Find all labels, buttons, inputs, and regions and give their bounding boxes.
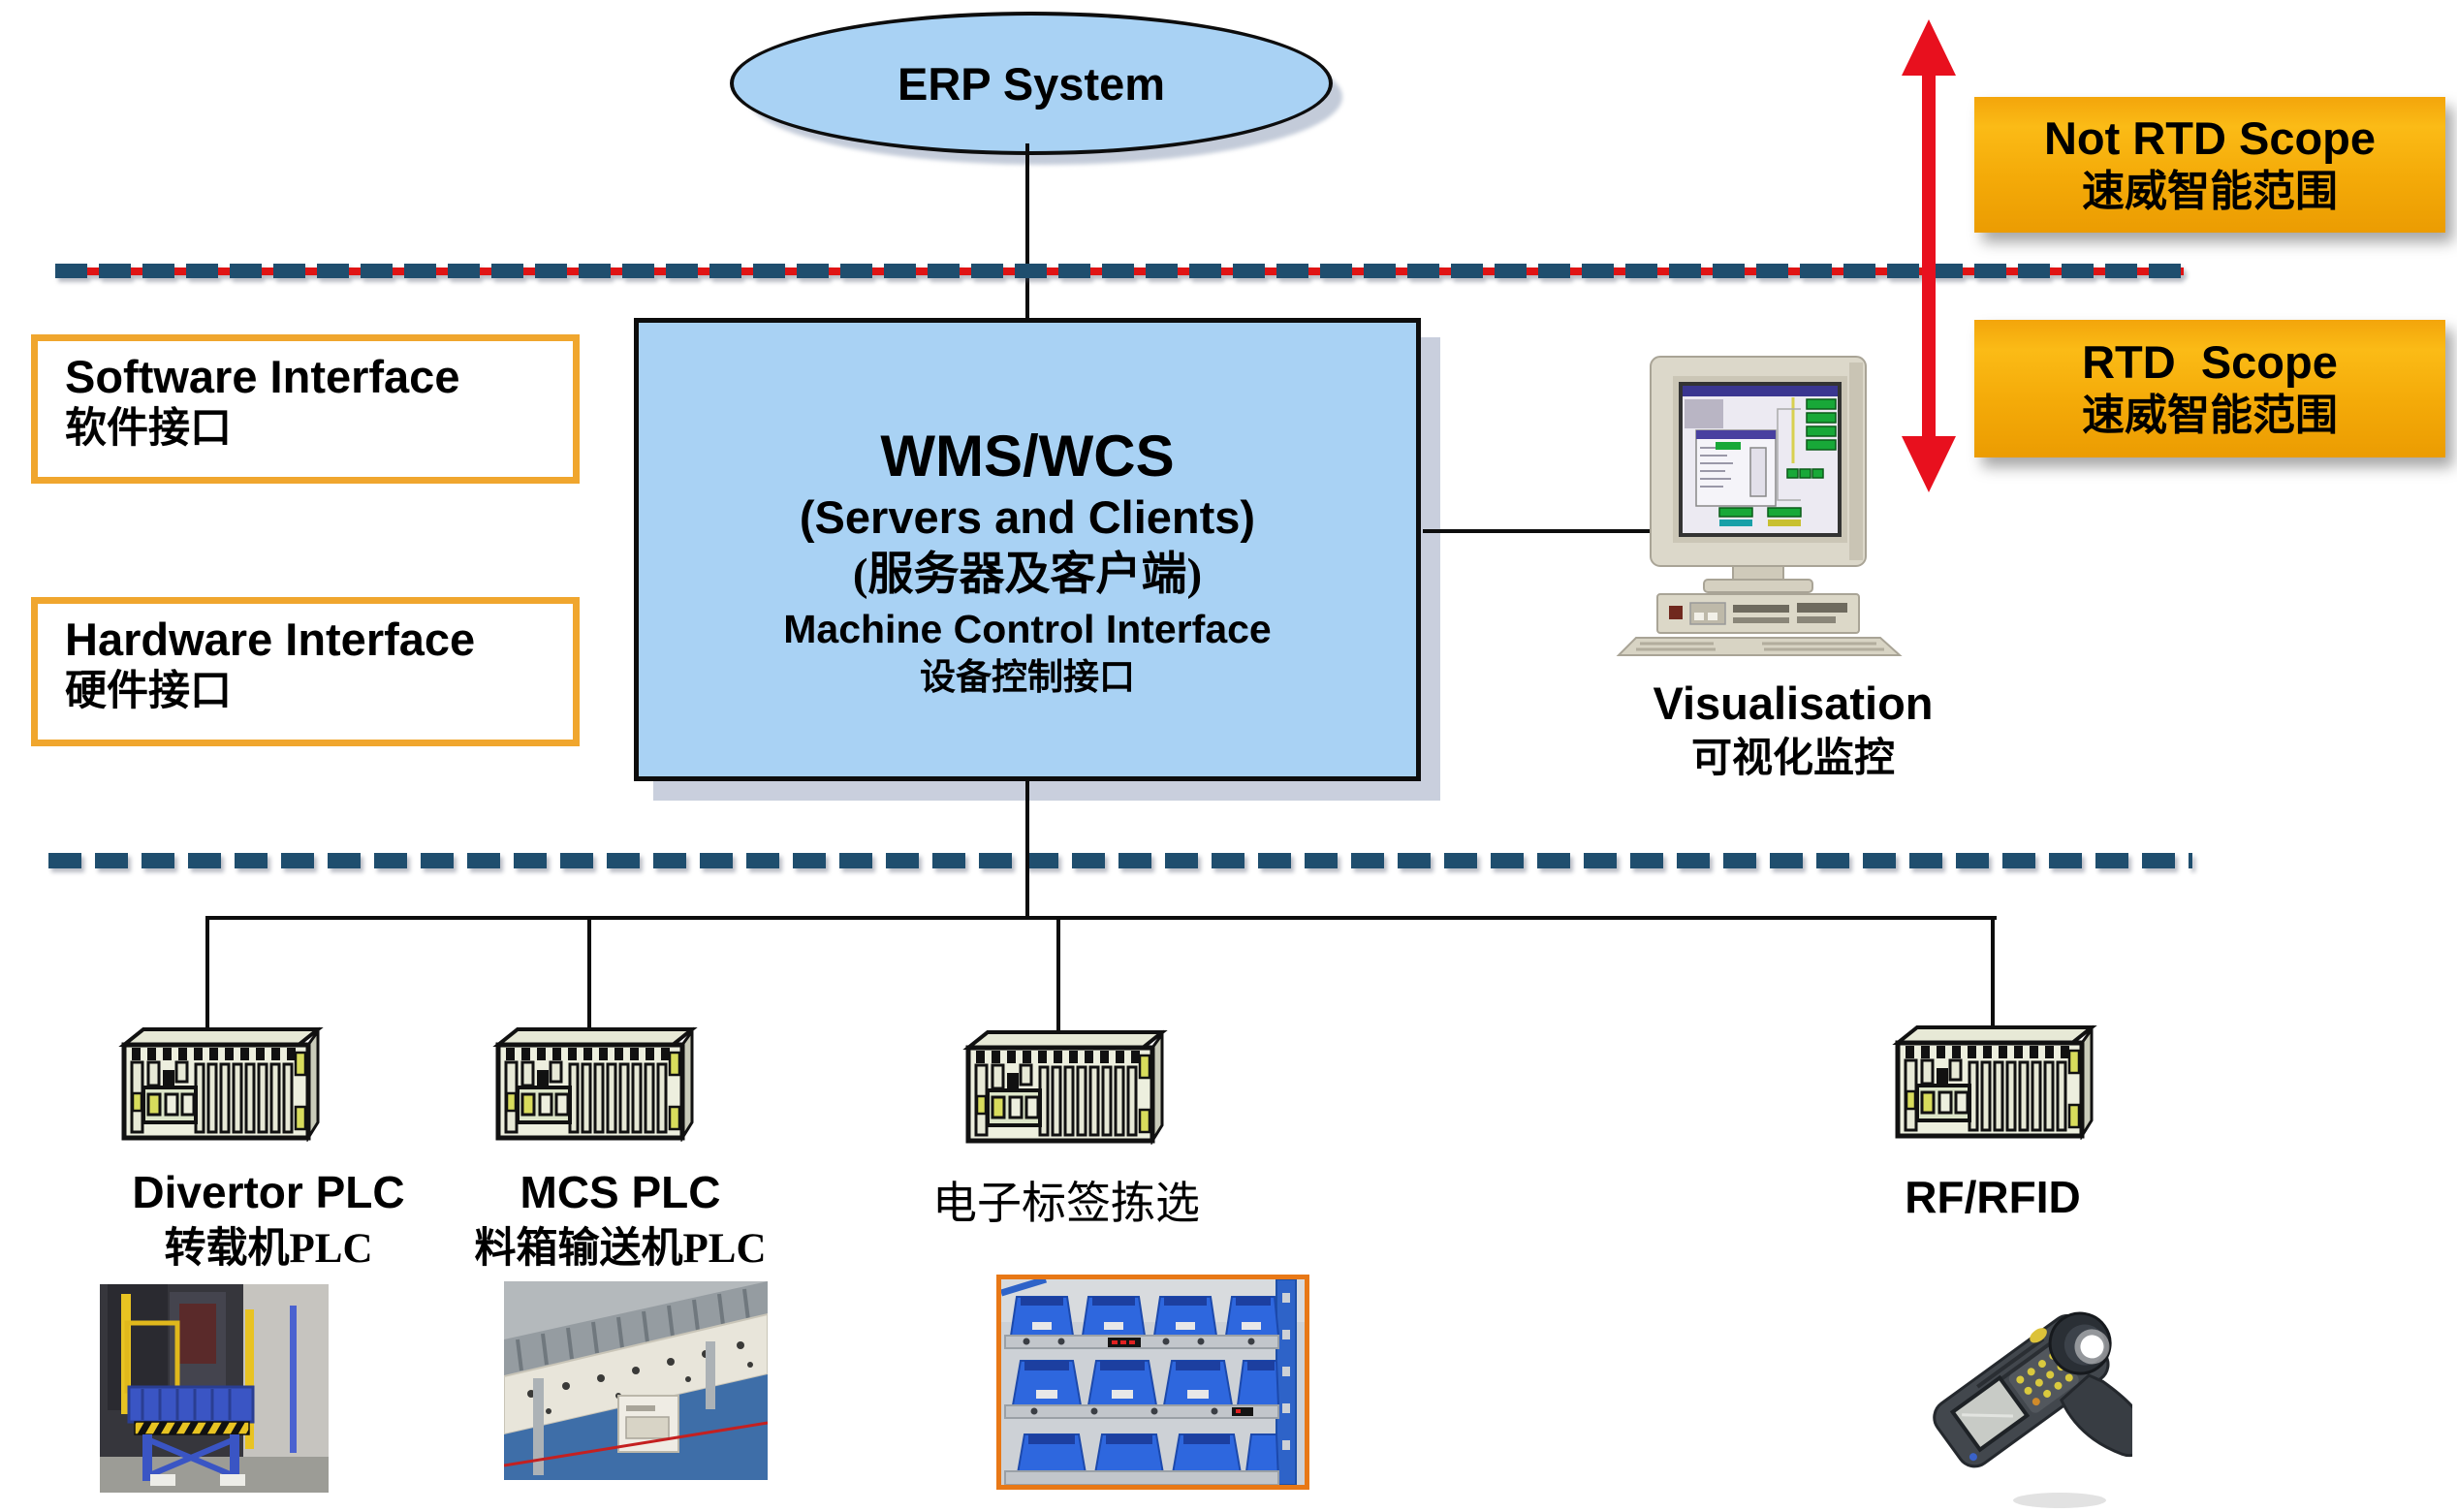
- software-interface-label-en: Software Interface: [65, 351, 460, 402]
- wms-mci-en: Machine Control Interface: [783, 606, 1272, 651]
- scope-separator-top: [55, 264, 2184, 278]
- hardware-interface-box: Hardware Interface 硬件接口: [31, 597, 580, 746]
- erp-system-label: ERP System: [897, 57, 1166, 110]
- mcs-plc-label-en: MCS PLC: [520, 1167, 721, 1217]
- wms-subtitle-cn: (服务器及客户端): [852, 549, 1203, 600]
- conveyor-photo: [504, 1281, 768, 1480]
- not-rtd-scope-label-cn: 速威智能范围: [2082, 167, 2338, 215]
- mcs-plc-label-cn: 料箱输送机PLC: [474, 1226, 767, 1273]
- not-rtd-scope-box: Not RTD Scope 速威智能范围: [1974, 97, 2445, 233]
- mcs-plc-label: MCS PLC 料箱输送机PLC: [402, 1166, 838, 1276]
- hardware-interface-label-cn: 硬件接口: [65, 669, 232, 715]
- pick-to-light-shelf-photo: [996, 1275, 1309, 1490]
- rtd-scope-box: RTD Scope 速威智能范围: [1974, 320, 2445, 457]
- plc-rack-icon-pick-to-light: [962, 1026, 1168, 1145]
- plc-rack-icon-divertor: [118, 1024, 324, 1142]
- visualisation-label-cn: 可视化监控: [1690, 737, 1895, 782]
- plc-rack-icon-rf-rfid: [1892, 1022, 2097, 1140]
- connector-pick-to-light: [1056, 916, 1060, 1032]
- divertor-plc-label: Divertor PLC 转载机PLC: [75, 1166, 462, 1276]
- double-headed-red-arrow: [1902, 19, 1956, 492]
- hardware-interface-label-en: Hardware Interface: [65, 614, 476, 665]
- wms-title: WMS/WCS: [880, 424, 1175, 489]
- divertor-plc-label-cn: 转载机PLC: [164, 1226, 373, 1273]
- plc-rack-icon-mcs: [492, 1024, 698, 1142]
- desktop-computer-icon: [1616, 356, 1903, 656]
- wms-subtitle-en: (Servers and Clients): [799, 491, 1256, 544]
- device-bus-line: [205, 916, 1997, 920]
- visualisation-label: Visualisation 可视化监控: [1594, 677, 1992, 786]
- divertor-plc-label-en: Divertor PLC: [132, 1167, 405, 1217]
- divertor-machine-photo: [100, 1284, 329, 1493]
- visualisation-label-en: Visualisation: [1653, 677, 1934, 729]
- software-interface-box: Software Interface 软件接口: [31, 334, 580, 484]
- scope-separator-bottom: [48, 853, 2192, 868]
- wms-wcs-node: WMS/WCS (Servers and Clients) (服务器及客户端) …: [634, 318, 1421, 781]
- rtd-scope-label-cn: 速威智能范围: [2082, 391, 2338, 439]
- rf-rfid-label-en: RF/RFID: [1905, 1172, 2081, 1222]
- connector-divertor-plc: [205, 916, 209, 1030]
- separator-navy-dashes: [55, 264, 2184, 278]
- pick-to-light-label-cn: 电子标签拣选: [932, 1179, 1200, 1228]
- connector-mcs-plc: [587, 916, 591, 1030]
- erp-system-node: ERP System: [730, 12, 1333, 155]
- not-rtd-scope-label-en: Not RTD Scope: [2043, 112, 2377, 165]
- connector-erp-wms: [1025, 143, 1029, 320]
- software-interface-label-cn: 软件接口: [65, 406, 232, 453]
- connector-wms-visualisation: [1423, 529, 1655, 533]
- handheld-rf-terminal-photo: [1924, 1268, 2132, 1512]
- connector-rf-rfid: [1991, 916, 1995, 1028]
- wms-mci-cn: 设备控制接口: [920, 657, 1135, 698]
- connector-wms-bus: [1025, 779, 1029, 920]
- rtd-scope-label-en: RTD Scope: [2082, 336, 2338, 389]
- pick-to-light-label: 电子标签拣选: [848, 1177, 1284, 1230]
- rf-rfid-label: RF/RFID: [1799, 1171, 2187, 1224]
